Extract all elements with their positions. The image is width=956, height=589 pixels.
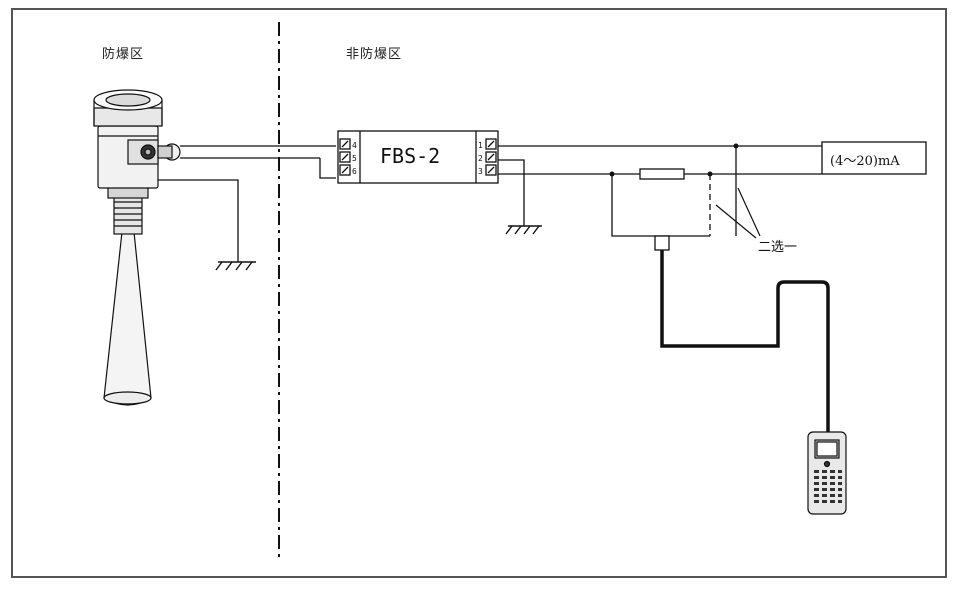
ground-icon bbox=[505, 225, 542, 235]
barrier-ground-wire bbox=[498, 159, 525, 226]
output-signal-box bbox=[821, 141, 927, 175]
tee-connector bbox=[654, 235, 670, 251]
diagram-frame bbox=[11, 8, 947, 578]
right-terminal-2: 2 bbox=[478, 154, 483, 163]
resistor-icon bbox=[639, 168, 685, 180]
choice-pointer bbox=[715, 204, 757, 239]
left-terminal-4: 4 bbox=[352, 141, 357, 150]
transmitter-ground-wire bbox=[158, 179, 239, 262]
left-terminal-6: 6 bbox=[352, 167, 357, 176]
left-terminal-5: 5 bbox=[352, 154, 357, 163]
radar-level-transmitter-icon bbox=[93, 89, 181, 406]
explosion-proof-zone-label: 防爆区 bbox=[102, 47, 145, 62]
transmitter-wire-bottom-jog bbox=[319, 158, 336, 179]
ground-icon bbox=[215, 261, 256, 271]
fbs-barrier-box bbox=[337, 130, 499, 184]
barrier-terminal-numbers: 4 5 6 1 2 3 bbox=[352, 141, 483, 176]
output-signal-label: (4～20)mA bbox=[830, 154, 900, 169]
handheld-communicator-icon bbox=[807, 431, 847, 515]
communicator-cable bbox=[660, 250, 830, 432]
choice-pointer bbox=[737, 187, 761, 237]
communicator-branch-wire bbox=[611, 174, 710, 237]
barrier-label: FBS-2 bbox=[380, 144, 441, 168]
non-explosion-proof-zone-label: 非防爆区 bbox=[346, 47, 403, 62]
right-terminal-3: 3 bbox=[478, 167, 483, 176]
right-terminal-1: 1 bbox=[478, 141, 483, 150]
choose-one-label: 二选一 bbox=[758, 240, 798, 255]
